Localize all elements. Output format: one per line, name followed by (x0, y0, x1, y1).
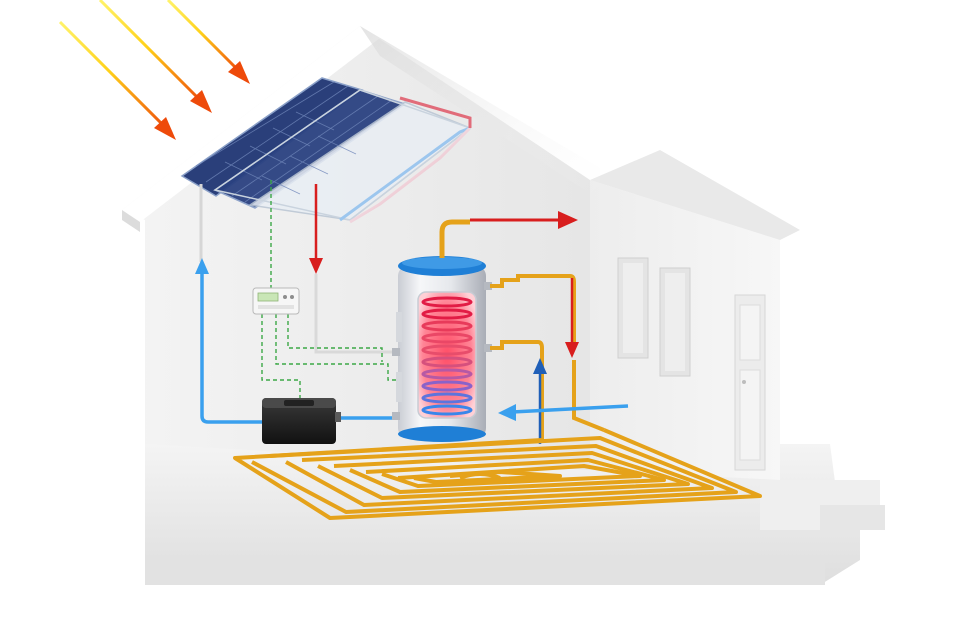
house-shell (122, 26, 885, 585)
pump-icon (262, 398, 341, 444)
solar-panel-icon (180, 77, 472, 221)
door (734, 294, 766, 471)
hot-flow-pipe (309, 184, 400, 354)
cold-water-arrow-icon (498, 404, 629, 421)
window (659, 267, 691, 377)
thermostat-controller-icon (252, 287, 300, 315)
collector-pipe (339, 96, 472, 224)
window (617, 257, 649, 359)
water-tank-icon (392, 256, 492, 442)
cold-return-pipe (195, 258, 400, 424)
floor-supply-pipe (490, 274, 605, 444)
controller-wiring (261, 180, 400, 404)
underfloor-heating-icon (233, 428, 762, 520)
sun-rays-icon (58, 0, 250, 140)
hot-water-arrow-icon (439, 211, 578, 258)
